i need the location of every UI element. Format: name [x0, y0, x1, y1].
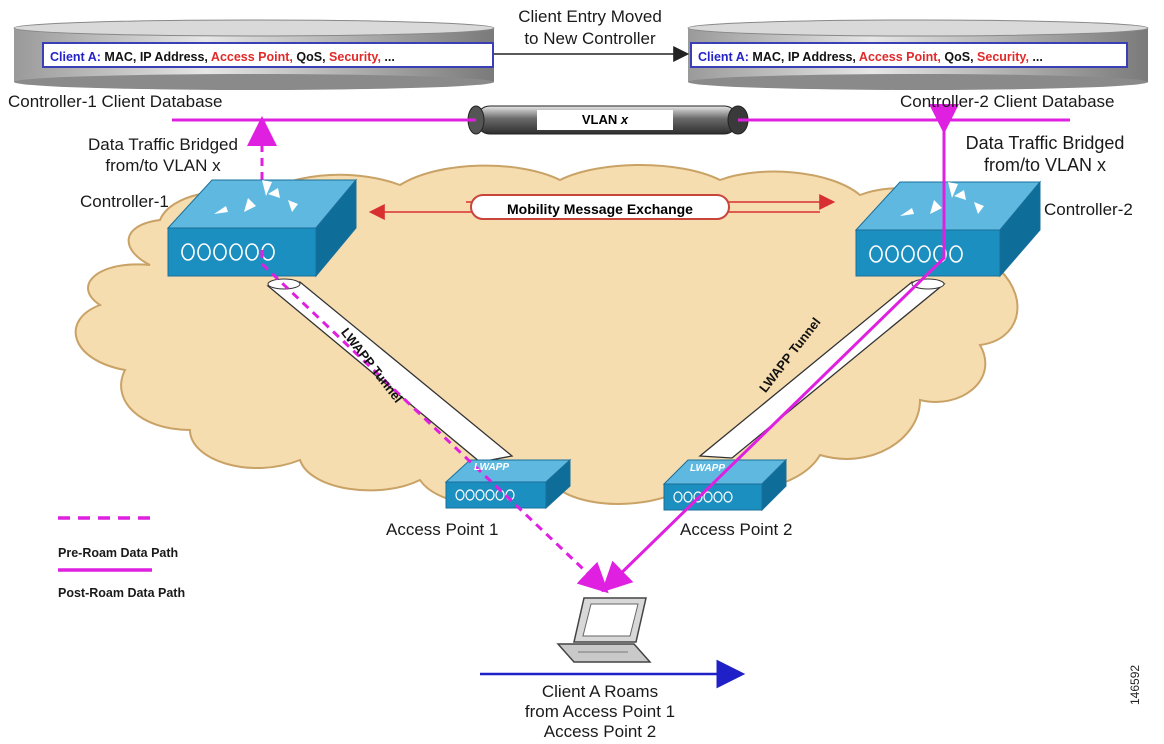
entry-moved-line2: to New Controller	[524, 29, 656, 48]
controller2-bridge-line2: from/to VLAN x	[983, 155, 1107, 175]
client-entry-ellipsis: ...	[1032, 50, 1043, 64]
controller1-bridge-line2: from/to VLAN x	[105, 156, 221, 175]
controller1-name: Controller-1	[80, 192, 169, 211]
client-entry-access-point: Access Point,	[210, 50, 293, 64]
controller2-name: Controller-2	[1044, 200, 1133, 219]
post-roam-data-path	[601, 120, 946, 593]
figure-number: 146592	[1128, 664, 1142, 705]
roam-caption: Client A Roams from Access Point 1 Acces…	[480, 682, 720, 742]
client-entry-client: Client A:	[50, 50, 101, 64]
mobility-message-label: Mobility Message Exchange	[470, 194, 730, 220]
entry-moved-caption: Client Entry Moved to New Controller	[490, 6, 690, 50]
pre-roam-data-path	[260, 250, 609, 594]
client-entry-client: Client A:	[698, 50, 749, 64]
access-point-1-label: Access Point 1	[386, 520, 499, 539]
controller1-db-label: Controller-1 Client Database	[8, 92, 223, 111]
client-entry-security: Security,	[977, 50, 1029, 64]
client-entry-security: Security,	[329, 50, 381, 64]
client-entry-qos: QoS,	[944, 50, 974, 64]
roam-line2: from Access Point 1	[524, 702, 676, 721]
access-point-1-icon	[444, 458, 572, 510]
vlan-label-var: x	[620, 112, 629, 127]
client-entry-access-point: Access Point,	[858, 50, 941, 64]
controller1-bridge-caption: Data Traffic Bridged from/to VLAN x	[70, 134, 256, 176]
client-entry-qos: QoS,	[296, 50, 326, 64]
client-entry-mac-ip: MAC, IP Address,	[104, 50, 208, 64]
client-entry-mac-ip: MAC, IP Address,	[752, 50, 856, 64]
roam-line1: Client A Roams	[541, 682, 659, 701]
vlan-label-main: VLAN	[581, 112, 618, 127]
controller2-icon	[854, 180, 1042, 278]
legend-pre-roam-label: Pre-Roam Data Path	[58, 546, 179, 560]
access-point-2-label: Access Point 2	[680, 520, 793, 539]
controller2-bridge-line1: Data Traffic Bridged	[965, 133, 1125, 153]
controller2-client-entry: Client A: MAC, IP Address, Access Point,…	[690, 42, 1128, 68]
controller2-bridge-caption: Data Traffic Bridged from/to VLAN x	[952, 132, 1138, 176]
vlan-label: VLAN x	[537, 110, 673, 130]
ap2-badge: LWAPP	[690, 463, 726, 474]
controller1-bridge-line1: Data Traffic Bridged	[88, 135, 238, 154]
access-point-2-icon	[662, 458, 788, 512]
ap1-badge: LWAPP	[474, 462, 510, 473]
controller1-client-entry: Client A: MAC, IP Address, Access Point,…	[42, 42, 494, 68]
legend-post-roam-label: Post-Roam Data Path	[58, 586, 186, 600]
controller1-icon	[166, 178, 358, 278]
roam-line3: Access Point 2	[543, 722, 657, 741]
entry-moved-line1: Client Entry Moved	[518, 7, 662, 26]
laptop-icon	[556, 597, 652, 663]
controller2-db-label: Controller-2 Client Database	[900, 92, 1115, 111]
client-entry-ellipsis: ...	[384, 50, 395, 64]
